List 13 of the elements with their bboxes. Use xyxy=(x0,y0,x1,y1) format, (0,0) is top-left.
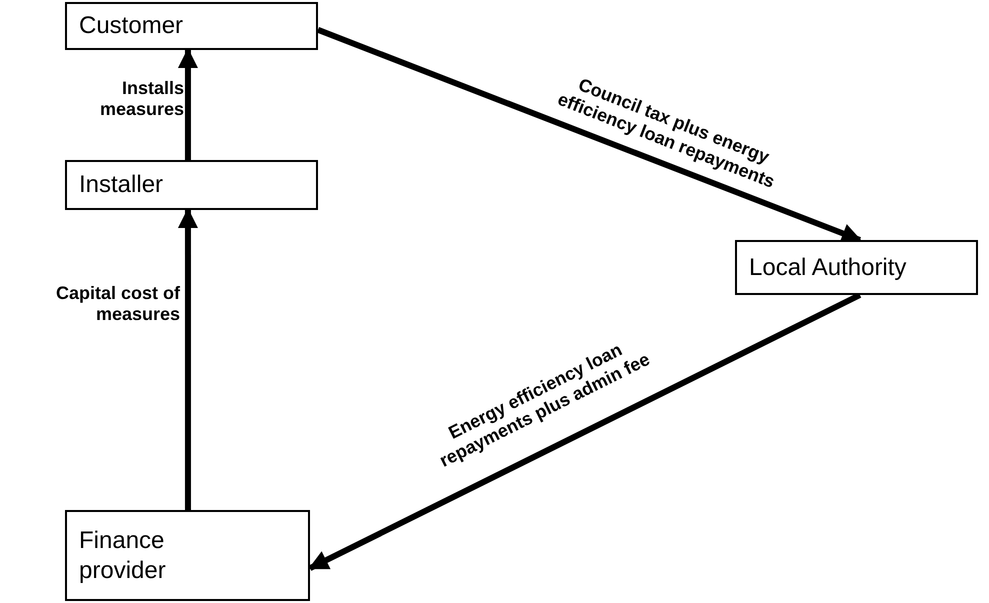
arrow xyxy=(178,48,198,160)
node-label: Installer xyxy=(79,170,164,200)
arrow xyxy=(178,208,198,510)
process-box xyxy=(65,160,318,210)
process-box xyxy=(65,510,310,601)
node-label: Finance provider xyxy=(79,526,167,586)
node-label: Customer xyxy=(79,11,184,41)
arrow xyxy=(316,27,862,243)
process-box xyxy=(65,2,318,50)
edge-label: Installs measures xyxy=(98,78,184,120)
process-box xyxy=(735,240,978,295)
edge-label: Capital cost of measures xyxy=(54,283,180,324)
node-label: Local Authority xyxy=(749,252,906,282)
